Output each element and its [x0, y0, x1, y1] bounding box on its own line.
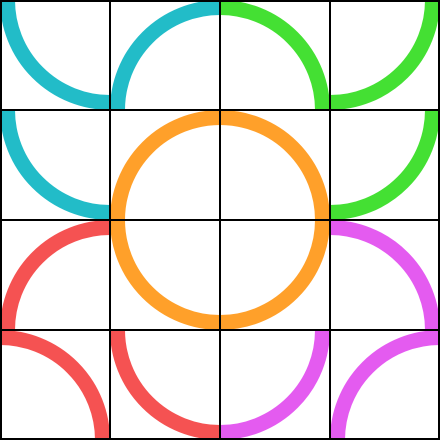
magenta-arc-r3-c2 — [219, 329, 330, 440]
orange-arc-r2-c2 — [219, 219, 330, 330]
red-arc-r3-c0 — [0, 330, 110, 440]
green-arc-r1-c3 — [329, 109, 440, 220]
orange-arc-r2-c1 — [110, 219, 221, 330]
orange-arc-r1-c1 — [110, 110, 221, 221]
teal-arc-r0-c1 — [110, 0, 221, 111]
orange-arc-r1-c2 — [219, 110, 330, 221]
green-arc-r0-c2 — [219, 0, 330, 111]
teal-arc-r1-c0 — [0, 109, 111, 220]
magenta-arc-r2-c3 — [329, 220, 440, 331]
teal-arc-r0-c0 — [0, 0, 111, 110]
red-arc-r3-c1 — [110, 329, 221, 440]
magenta-arc-r3-c3 — [330, 330, 440, 440]
red-arc-r2-c0 — [0, 220, 111, 331]
green-arc-r0-c3 — [329, 0, 440, 110]
